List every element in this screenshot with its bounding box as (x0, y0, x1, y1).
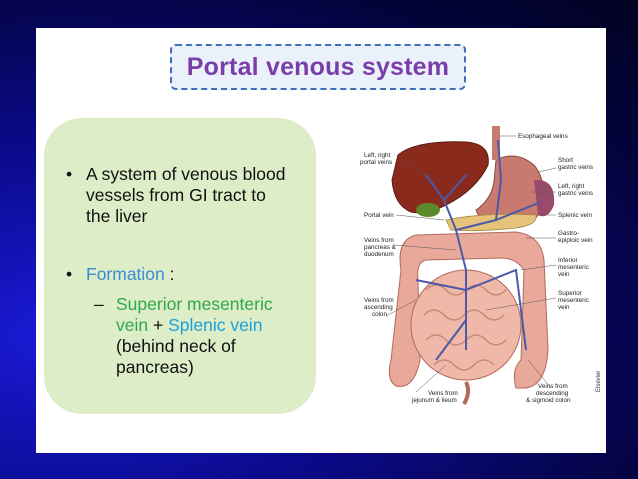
definition-line-2: vessels from GI tract to (86, 185, 266, 205)
label-asc-colon-3: colon (372, 311, 388, 318)
label-sup-mes-2: mesenteric (558, 297, 589, 304)
liver-illustration (391, 141, 489, 214)
label-sup-mes-3: vein (558, 304, 570, 311)
label-desc-colon-3: & sigmoid colon (526, 397, 571, 404)
label-pancreas-3: duodenum (364, 251, 394, 258)
slide-title: Portal venous system (186, 52, 450, 81)
label-sup-mes-1: Superior (558, 290, 582, 297)
esophagus-illustration (492, 126, 500, 160)
label-asc-colon-1: Veins from (364, 297, 394, 304)
label-lr-portal-1: Left, right (364, 152, 391, 159)
label-pancreas-1: Veins from (364, 237, 394, 244)
label-asc-colon-2: ascending (364, 304, 393, 311)
sup-mes-vein-text-2: vein (116, 315, 149, 335)
definition-line-3: the liver (86, 206, 148, 226)
splenic-vein-text: Splenic vein (168, 315, 263, 335)
behind-neck-text: (behind neck of (116, 336, 236, 356)
sub-dash: – (94, 294, 104, 314)
label-jejunum-2: jejunum & ileum (411, 397, 457, 404)
credit-text: Elsevier (596, 371, 602, 392)
label-splenic-vein: Splenic vein (558, 212, 592, 219)
label-lr-gastric-2: gastric veins (558, 190, 593, 197)
text-panel: • A system of venous blood vessels from … (44, 118, 316, 414)
definition-line-1: A system of venous blood (86, 164, 286, 184)
bullet-dot: • (66, 164, 73, 184)
vein-network (415, 139, 542, 361)
pancreas-text: pancreas) (116, 357, 194, 377)
label-pancreas-2: pancreas & (364, 244, 397, 251)
bullet-dot: • (66, 264, 73, 284)
label-desc-colon-2: descending (536, 390, 569, 397)
formation-colon: : (164, 264, 175, 284)
formation-label: Formation (86, 264, 165, 284)
portal-system-diagram: Esophageal veins Left, right portal vein… (360, 126, 602, 406)
label-inf-mes-2: mesenteric (558, 264, 589, 271)
label-desc-colon-1: Veins from (538, 383, 568, 390)
title-box: Portal venous system (170, 44, 466, 90)
label-portal-vein: Portal vein (364, 212, 394, 219)
label-gastro-2: epiploic vein (558, 237, 593, 244)
spleen-illustration (534, 179, 555, 217)
label-esophageal-veins: Esophageal veins (518, 133, 568, 140)
intestine-illustration (388, 231, 549, 406)
label-jejunum-1: Veins from (428, 390, 458, 397)
label-lr-portal-2: portal veins (360, 159, 392, 166)
label-inf-mes-3: vein (558, 271, 570, 278)
gallbladder-illustration (416, 203, 440, 217)
label-inf-mes-1: Inferior (558, 257, 578, 264)
label-gastro-1: Gastro- (558, 230, 579, 237)
label-short-gastric-1: Short (558, 157, 573, 164)
sup-mes-vein-text-1: Superior mesenteric (116, 294, 273, 314)
plus-sign: + (148, 315, 169, 335)
label-lr-gastric-1: Left, right (558, 183, 585, 190)
slide: Portal venous system • A system of venou… (36, 28, 606, 453)
label-short-gastric-2: gastric veins (558, 164, 593, 171)
leader-lines (385, 135, 557, 393)
